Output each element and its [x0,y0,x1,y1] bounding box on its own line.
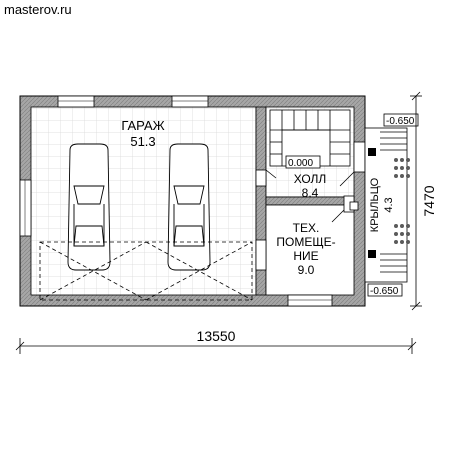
porch-railing [394,158,410,244]
tech-opening [255,239,267,271]
floor-level: 0.000 [288,158,313,169]
watermark-text: masterov.ru [4,2,72,17]
porch-column-bottom [368,250,376,258]
porch-steps [380,131,407,273]
porch-area: 4.3 [383,197,395,212]
hall-name: ХОЛЛ [294,172,327,186]
porch-name: КРЫЛЬЦО [369,177,381,232]
porch-level-bottom-box [367,283,403,297]
porch-column-mid [349,201,359,211]
entry-door [353,141,366,173]
staircase [269,109,351,167]
porch-level-top-box [383,113,419,127]
porch-level-top: -0.650 [386,116,415,127]
width-dimension: 13550 [197,328,236,344]
porch-level-bottom: -0.650 [370,286,399,297]
tech-name-3: НИЕ [293,249,318,263]
hall-area: 8.4 [302,186,319,200]
entry-door-swing [339,171,355,187]
garage-name: ГАРАЖ [121,118,164,133]
tech-room-floor [265,204,355,296]
window-garage-1 [57,95,95,108]
floor-level-box [285,155,321,169]
tech-name-1: ТЕХ. [293,221,320,235]
tech-area: 9.0 [298,263,315,277]
car-left [67,143,111,271]
window-tech [287,294,333,307]
garage-door-swing [39,241,253,301]
depth-dimension: 7470 [421,185,437,216]
garage-area: 51.3 [130,134,155,149]
window-garage-side [19,179,32,237]
tech-name-2: ПОМЕЩЕ- [276,235,335,249]
depth-dimension-line [410,91,422,311]
porch-column-top [368,148,376,156]
car-right [167,143,211,271]
window-garage-2 [171,95,209,108]
width-dimension-line [15,338,417,354]
hall-door [255,169,277,187]
